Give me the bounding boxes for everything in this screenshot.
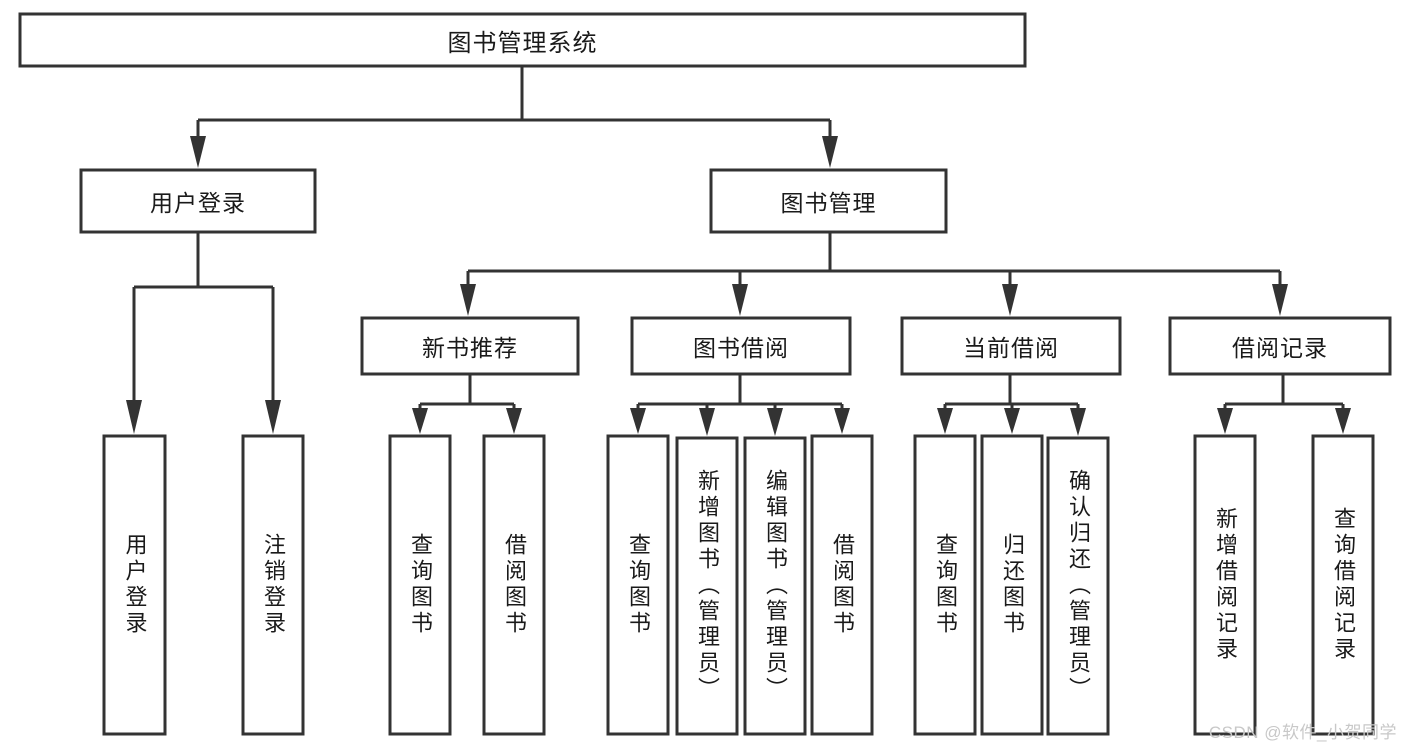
arrow-head-to-leaf-add-borrow-record	[1217, 408, 1233, 434]
connector-group-borrow-record-to-leaves	[1217, 374, 1351, 434]
arrow-head-to-borrow-record	[1272, 284, 1288, 316]
arrow-head-to-leaf-borrow-book-recommend	[506, 408, 522, 434]
node-box-leaf-edit-book-admin[interactable]	[743, 436, 807, 736]
node-box-book-management[interactable]	[709, 168, 948, 234]
arrow-head-to-leaf-add-book-admin	[699, 408, 715, 436]
arrow-head-to-leaf-query-book-current	[937, 408, 953, 434]
connector-group-root-to-level1	[190, 66, 838, 168]
arrow-head-to-leaf-confirm-return-admin	[1070, 408, 1086, 436]
node-box-book-borrow[interactable]	[630, 316, 852, 376]
arrow-head-to-book-management	[822, 136, 838, 168]
arrow-head-to-leaf-query-borrow-record	[1335, 408, 1351, 434]
arrow-head-to-user-login	[190, 136, 206, 168]
connector-group-current-borrow-to-leaves	[937, 374, 1086, 436]
node-box-new-book-recommend[interactable]	[360, 316, 580, 376]
arrow-head-to-leaf-edit-book-admin	[767, 408, 783, 436]
arrow-head-to-leaf-borrow-book	[834, 408, 850, 434]
arrow-head-to-current-borrow	[1002, 284, 1018, 316]
node-box-leaf-user-logout[interactable]	[241, 434, 305, 736]
arrow-head-to-book-borrow	[732, 284, 748, 316]
node-box-leaf-query-book-current[interactable]	[913, 434, 977, 736]
connector-group-book-borrow-to-leaves	[630, 374, 850, 436]
connector-group-new-book-recommend-to-leaves	[412, 374, 522, 434]
node-box-leaf-confirm-return-admin[interactable]	[1046, 436, 1110, 736]
node-box-leaf-return-book[interactable]	[980, 434, 1044, 736]
node-box-leaf-user-login[interactable]	[102, 434, 167, 736]
node-box-user-login[interactable]	[79, 168, 317, 234]
node-box-leaf-add-borrow-record[interactable]	[1193, 434, 1257, 736]
node-box-current-borrow[interactable]	[900, 316, 1122, 376]
node-box-leaf-query-book-recommend[interactable]	[388, 434, 452, 736]
arrow-head-to-leaf-query-book-borrow	[630, 408, 646, 434]
node-box-leaf-borrow-book[interactable]	[810, 434, 874, 736]
node-box-leaf-add-book-admin[interactable]	[675, 436, 739, 736]
node-box-leaf-query-book-borrow[interactable]	[606, 434, 670, 736]
node-box-root[interactable]	[18, 12, 1027, 68]
node-box-borrow-record[interactable]	[1168, 316, 1392, 376]
node-box-leaf-query-borrow-record[interactable]	[1311, 434, 1375, 736]
arrow-head-to-leaf-return-book	[1004, 408, 1020, 434]
connector-group-user-login-to-leaves	[126, 232, 281, 434]
arrow-head-to-leaf-user-login	[126, 400, 142, 434]
node-box-leaf-borrow-book-recommend[interactable]	[482, 434, 546, 736]
connector-group-book-management-to-level2	[460, 232, 1288, 316]
arrow-head-to-leaf-user-logout	[265, 400, 281, 434]
arrow-head-to-leaf-query-book-recommend	[412, 408, 428, 434]
arrow-head-to-new-book-recommend	[460, 284, 476, 316]
